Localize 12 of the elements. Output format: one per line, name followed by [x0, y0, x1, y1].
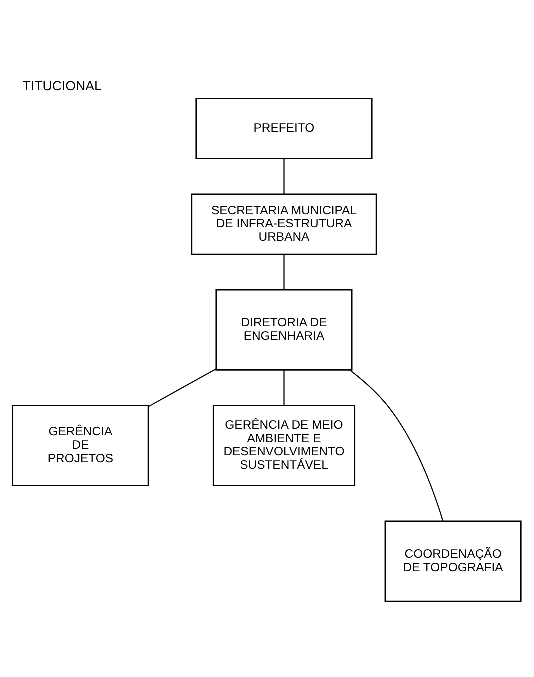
node-box: GERÊNCIA DE MEIO AMBIENTE E DESENVOLVIMENTO SUSTENTÁVEL — [212, 405, 356, 487]
node-box: PREFEITO — [196, 98, 373, 160]
node-box: DIRETORIA DE ENGENHARIA — [216, 289, 353, 371]
node-box: COORDENAÇÃO DE TOPOGRAFIA — [384, 520, 522, 602]
connector — [148, 368, 216, 408]
diagram-title: TITUCIONAL — [22, 78, 102, 94]
connector — [284, 254, 285, 290]
node-box: SECRETARIA MUNICIPAL DE INFRA-ESTRUTURA URBANA — [191, 194, 378, 256]
connector — [284, 370, 285, 406]
connector — [284, 159, 285, 194]
node-box: GERÊNCIA DE PROJETOS — [12, 405, 150, 487]
connector — [350, 370, 444, 522]
